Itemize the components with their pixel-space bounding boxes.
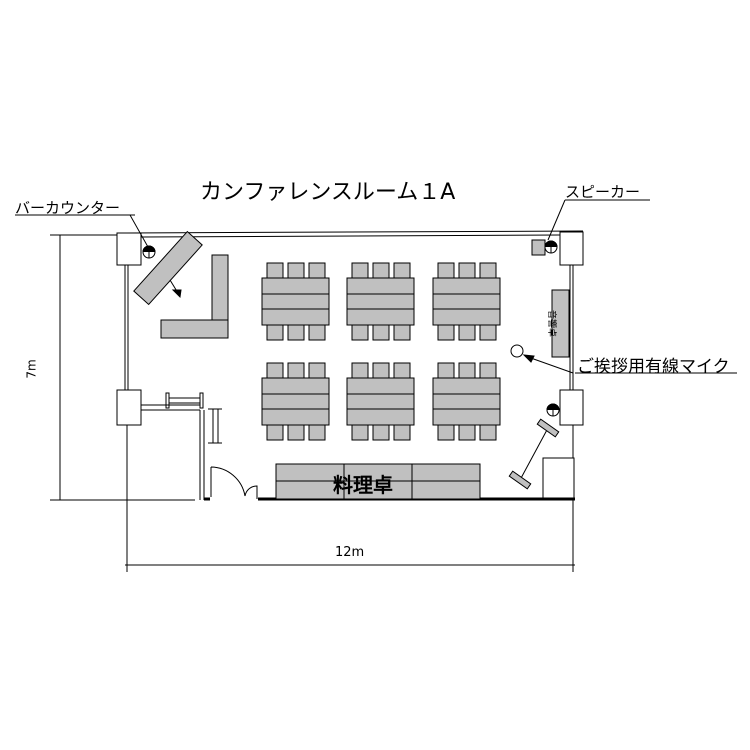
chair bbox=[372, 262, 390, 279]
cooking-table-label: 料理卓 bbox=[333, 473, 393, 497]
storage-box bbox=[542, 457, 575, 499]
chair bbox=[266, 262, 284, 279]
chair bbox=[458, 262, 476, 279]
height-dimension: 7m bbox=[24, 359, 39, 379]
chair bbox=[351, 424, 369, 441]
table bbox=[346, 277, 415, 326]
table bbox=[432, 277, 501, 326]
bar-counter-label: バーカウンター bbox=[15, 199, 121, 217]
table bbox=[432, 377, 501, 426]
speaker-icons bbox=[142, 239, 560, 417]
chair bbox=[393, 424, 411, 441]
chair bbox=[266, 362, 284, 379]
table bbox=[346, 377, 415, 426]
sound-console bbox=[551, 289, 570, 358]
chair bbox=[308, 424, 326, 441]
chair bbox=[372, 362, 390, 379]
mic-label: ご挨拶用有線マイク bbox=[577, 357, 730, 377]
chair bbox=[287, 424, 305, 441]
table bbox=[261, 377, 330, 426]
sound-console-label: 音響卓 bbox=[546, 309, 557, 338]
chair bbox=[308, 324, 326, 341]
chair bbox=[393, 362, 411, 379]
chair bbox=[287, 362, 305, 379]
chair bbox=[479, 424, 497, 441]
screen-stand bbox=[508, 418, 560, 490]
room-walls bbox=[116, 230, 584, 501]
chair bbox=[479, 324, 497, 341]
chair bbox=[266, 324, 284, 341]
chair bbox=[351, 362, 369, 379]
speaker-label: スピーカー bbox=[565, 183, 641, 201]
table bbox=[261, 277, 330, 326]
page-title: カンファレンスルーム１A bbox=[200, 180, 456, 205]
chair bbox=[479, 262, 497, 279]
chair bbox=[437, 262, 455, 279]
chair bbox=[437, 324, 455, 341]
mic-icon bbox=[510, 344, 524, 358]
chair bbox=[437, 424, 455, 441]
chair bbox=[437, 362, 455, 379]
chair bbox=[351, 324, 369, 341]
bar-counter bbox=[133, 230, 229, 339]
cooking-table bbox=[275, 463, 481, 500]
chair bbox=[287, 262, 305, 279]
width-dimension: 12m bbox=[335, 545, 365, 560]
chair bbox=[479, 362, 497, 379]
chair bbox=[458, 324, 476, 341]
chair bbox=[458, 362, 476, 379]
table-groups bbox=[261, 262, 501, 441]
chair bbox=[372, 424, 390, 441]
chair bbox=[308, 262, 326, 279]
chair bbox=[393, 324, 411, 341]
chair bbox=[287, 324, 305, 341]
chair bbox=[351, 262, 369, 279]
chair bbox=[308, 362, 326, 379]
chair bbox=[372, 324, 390, 341]
chair bbox=[393, 262, 411, 279]
chair bbox=[266, 424, 284, 441]
chair bbox=[458, 424, 476, 441]
